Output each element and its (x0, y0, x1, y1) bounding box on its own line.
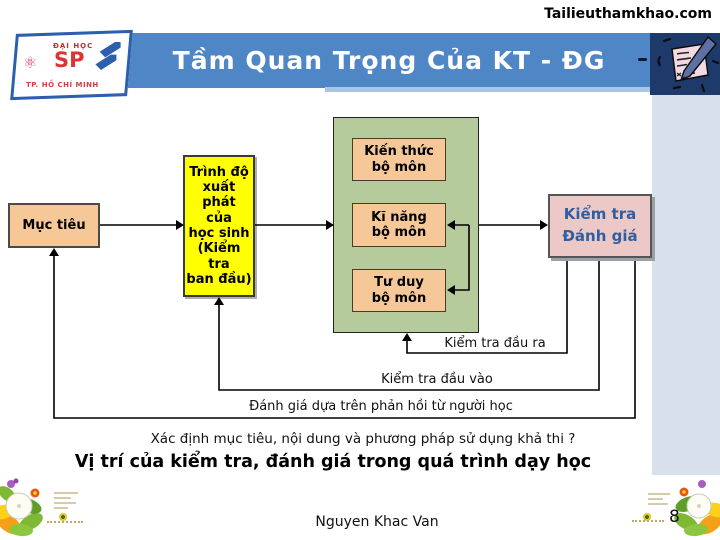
mini-flower-right-icon (643, 513, 651, 521)
box-trinh-do-xuat-phat: Trình độ xuất phát của học sinh (Kiểm tr… (183, 155, 255, 297)
logo-s-icon (95, 42, 121, 70)
corner-icon-panel (650, 33, 720, 95)
box-tu-duy: Tư duy bộ môn (352, 269, 446, 312)
label-danh-gia-phan-hoi: Đánh giá dựa trên phản hồi từ người học (249, 399, 513, 414)
sunflower-right-icon (674, 480, 720, 537)
page-title: Tầm Quan Trọng Của KT - ĐG (172, 46, 606, 75)
micro-text-left-decoration (54, 492, 80, 512)
pencil-note-icon (657, 35, 720, 93)
title-bar: Tầm Quan Trọng Của KT - ĐG (128, 33, 650, 88)
slide-caption: Vị trí của kiểm tra, đánh giá trong quá … (74, 452, 592, 472)
label-kiem-tra-dau-ra: Kiểm tra đầu ra (444, 336, 546, 351)
title-understrip-decoration (325, 87, 650, 92)
box-kien-thuc: Kiến thức bộ môn (352, 138, 446, 181)
micro-text-right-decoration (648, 493, 674, 508)
label-kiem-tra-dau-vao: Kiểm tra đầu vào (381, 372, 493, 387)
label-question: Xác định mục tiêu, nội dung và phương ph… (150, 431, 576, 447)
watermark-text: Tailieuthamkhao.com (544, 6, 712, 22)
box-muc-tieu: Mục tiêu (8, 203, 100, 248)
logo-text-city: TP. HỒ CHÍ MINH (26, 81, 99, 89)
footer-author: Nguyen Khac Van (315, 514, 439, 530)
atom-icon: ⚛ (23, 53, 38, 72)
box-kiem-tra-danh-gia: Kiểm tra Đánh giá (548, 194, 652, 258)
script-squiggle-left-decoration (47, 519, 83, 523)
university-logo-inner: ⚛ ĐẠI HỌC SP TP. HỒ CHÍ MINH (16, 35, 127, 95)
logo-text-sp: SP (54, 48, 85, 72)
university-logo: ⚛ ĐẠI HỌC SP TP. HỒ CHÍ MINH (10, 29, 133, 101)
script-squiggle-right-decoration (632, 518, 664, 522)
page-number: 8 (669, 507, 680, 527)
right-side-strip-decoration (652, 95, 720, 475)
mini-flower-left-icon (59, 513, 67, 521)
box-ki-nang: Kĩ năng bộ môn (352, 203, 446, 247)
sunflower-left-icon (0, 478, 43, 537)
dash-mark (638, 58, 647, 61)
